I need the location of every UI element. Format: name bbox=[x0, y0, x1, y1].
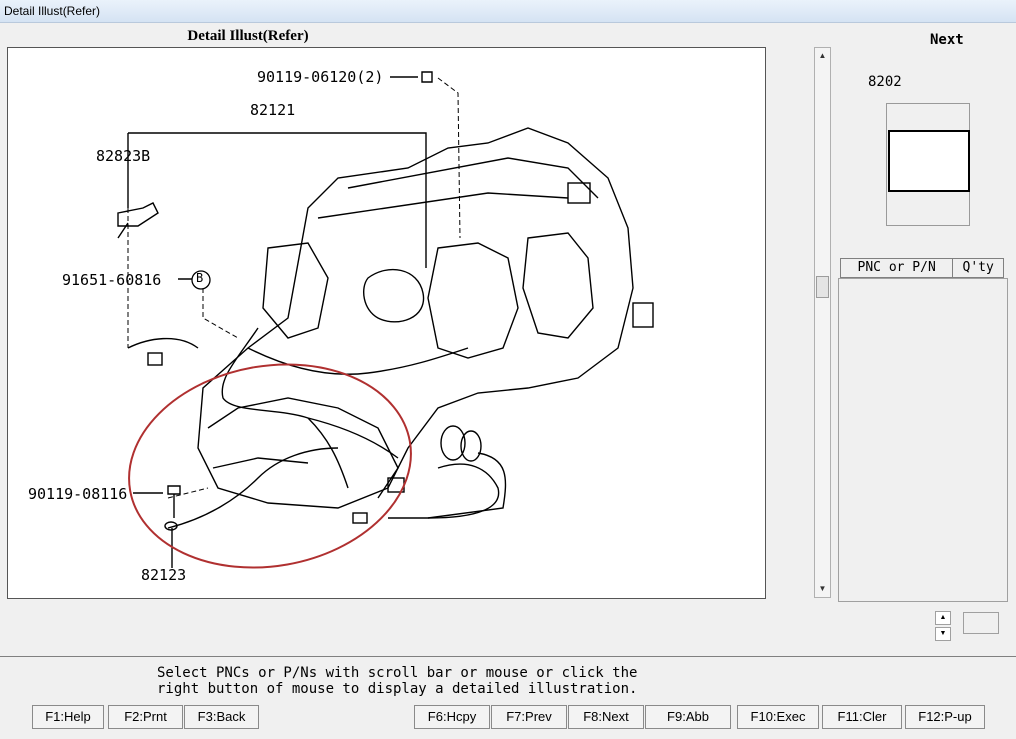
illustration-heading: Detail Illust(Refer) bbox=[187, 28, 309, 44]
column-qty: Q'ty bbox=[962, 260, 994, 275]
spin-down-icon[interactable]: ▼ bbox=[935, 627, 951, 641]
next-figure-number: 8202 bbox=[868, 74, 902, 90]
illustration-panel[interactable]: 90119-06120(2) 82121 82823B 91651-60816 … bbox=[7, 47, 766, 599]
f3-back-button[interactable]: F3:Back bbox=[184, 705, 259, 729]
thumbnail-viewport bbox=[888, 130, 970, 192]
engine-harness-drawing bbox=[117, 71, 654, 569]
callout-82823b[interactable]: 82823B bbox=[96, 147, 151, 165]
f6-hardcopy-button[interactable]: F6:Hcpy bbox=[414, 705, 490, 729]
callout-b-marker[interactable]: B bbox=[196, 271, 204, 285]
column-pnc: PNC or P/N bbox=[841, 259, 954, 277]
callout-91651-60816[interactable]: 91651-60816 bbox=[62, 271, 162, 289]
qty-spinner[interactable]: ▲ ▼ bbox=[935, 611, 951, 641]
f11-clear-button[interactable]: F11:Cler bbox=[822, 705, 902, 729]
callout-90119-06120[interactable]: 90119-06120(2) bbox=[257, 68, 384, 86]
f7-prev-button[interactable]: F7:Prev bbox=[491, 705, 567, 729]
f2-print-button[interactable]: F2:Prnt bbox=[108, 705, 183, 729]
message-line-1: Select PNCs or P/Ns with scroll bar or m… bbox=[157, 665, 638, 681]
f12-popup-button[interactable]: F12:P-up bbox=[905, 705, 985, 729]
window-title: Detail Illust(Refer) bbox=[0, 0, 1016, 23]
scroll-up-icon[interactable]: ▲ bbox=[818, 51, 827, 60]
qty-field[interactable] bbox=[963, 612, 999, 634]
parts-list-header: PNC or P/N Q'ty bbox=[840, 258, 1004, 278]
f8-next-button[interactable]: F8:Next bbox=[568, 705, 644, 729]
scroll-thumb[interactable] bbox=[816, 276, 829, 298]
f9-abb-button[interactable]: F9:Abb bbox=[645, 705, 731, 729]
scroll-down-icon[interactable]: ▼ bbox=[818, 584, 827, 593]
message-line-2: right button of mouse to display a detai… bbox=[157, 681, 638, 697]
callout-82121[interactable]: 82121 bbox=[250, 101, 296, 119]
next-figure-thumbnail[interactable] bbox=[886, 103, 970, 226]
callout-82123[interactable]: 82123 bbox=[141, 566, 187, 584]
highlight-circle bbox=[128, 363, 412, 569]
f10-exec-button[interactable]: F10:Exec bbox=[737, 705, 819, 729]
parts-list[interactable] bbox=[838, 278, 1008, 602]
callout-90119-08116[interactable]: 90119-08116 bbox=[28, 485, 128, 503]
illustration-scrollbar[interactable]: ▲ ▼ bbox=[814, 47, 831, 598]
f1-help-button[interactable]: F1:Help bbox=[32, 705, 104, 729]
instruction-message: Select PNCs or P/Ns with scroll bar or m… bbox=[157, 665, 637, 697]
spin-up-icon[interactable]: ▲ bbox=[935, 611, 951, 625]
next-label: Next bbox=[930, 32, 964, 48]
